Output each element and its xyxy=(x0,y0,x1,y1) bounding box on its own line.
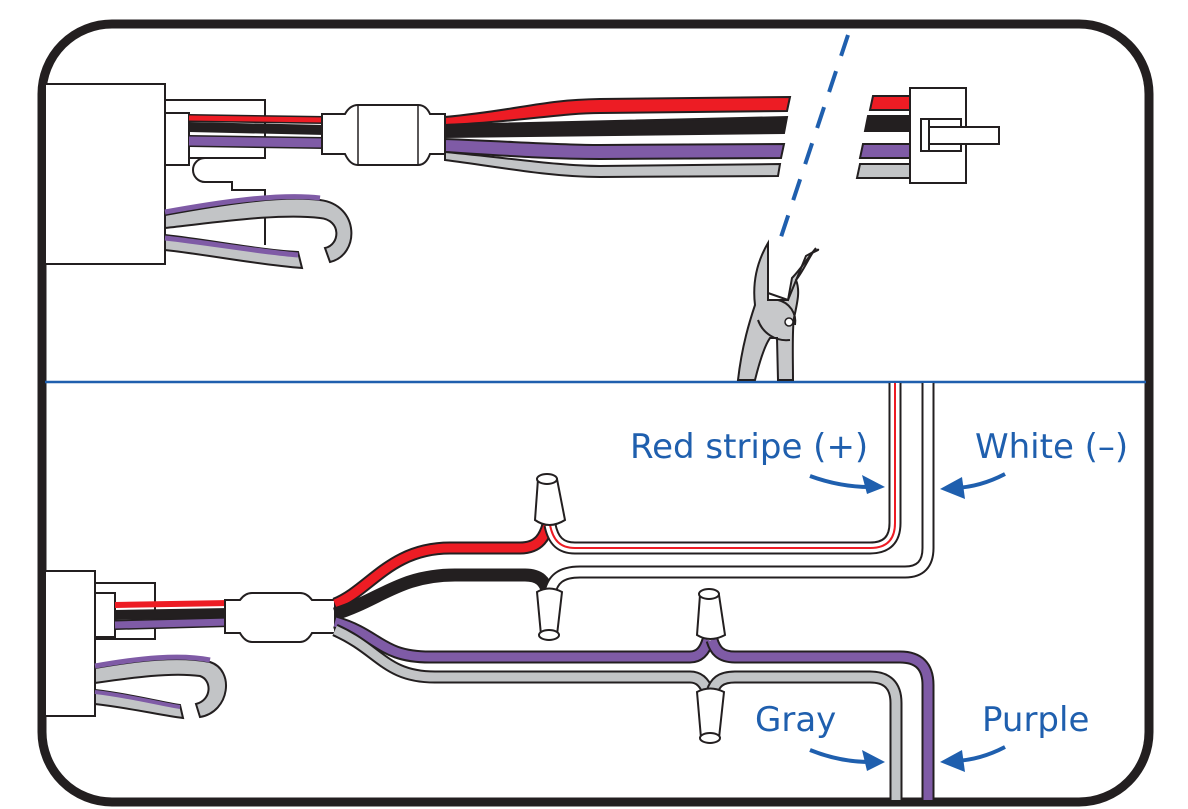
top-panel xyxy=(44,34,1000,381)
label-gray: Gray xyxy=(755,700,836,740)
looped-wires-top xyxy=(164,194,353,270)
label-purple: Purple xyxy=(982,700,1089,740)
bracket-slot xyxy=(192,157,266,245)
device-housing xyxy=(44,83,166,265)
looped-wires-bottom xyxy=(94,654,227,720)
plug-connector xyxy=(909,87,1000,184)
harness-wires-right xyxy=(444,95,792,179)
label-white: White (–) xyxy=(975,427,1128,467)
device-housing-bottom xyxy=(44,570,96,717)
wire-nut-purple xyxy=(695,588,727,640)
wire-nut-red xyxy=(533,473,567,526)
bottom-panel: Red stripe (+) White (–) Gray Purple xyxy=(44,383,1128,800)
wire-cutters-icon xyxy=(736,239,820,381)
wire-nut-gray xyxy=(695,687,726,744)
arrow-red-stripe xyxy=(809,474,871,489)
wire-grommet xyxy=(164,112,190,166)
wire-nut-black xyxy=(535,587,564,641)
label-red-stripe: Red stripe (+) xyxy=(630,427,868,467)
harness-wires-left xyxy=(188,114,326,149)
